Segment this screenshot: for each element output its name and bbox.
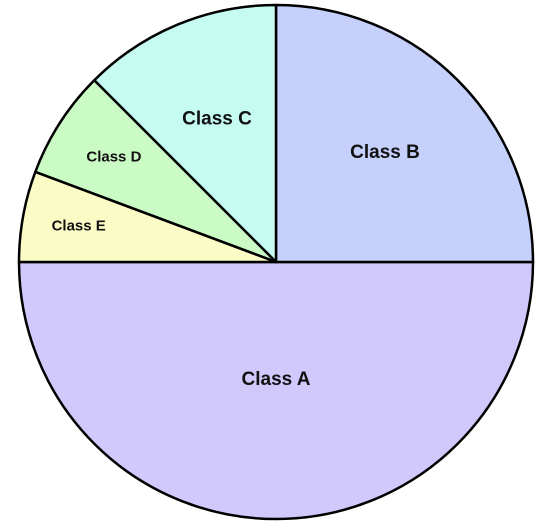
pie-slice-class-a	[17, 260, 535, 521]
pie-slice-class-b	[274, 3, 535, 264]
pie-label-class-c: Class C	[182, 109, 252, 130]
pie-slices	[17, 3, 535, 521]
pie-label-class-a: Class A	[242, 369, 311, 390]
pie-label-class-b: Class B	[350, 142, 420, 163]
pie-label-class-d: Class D	[86, 149, 141, 166]
pie-labels: Class A Class B Class C Class D Class E	[52, 109, 420, 391]
pie-slice-class-d	[34, 79, 278, 264]
pie-slice-class-e	[17, 170, 278, 264]
pie-label-class-e: Class E	[52, 217, 106, 234]
pie-slice-class-c	[93, 3, 278, 264]
